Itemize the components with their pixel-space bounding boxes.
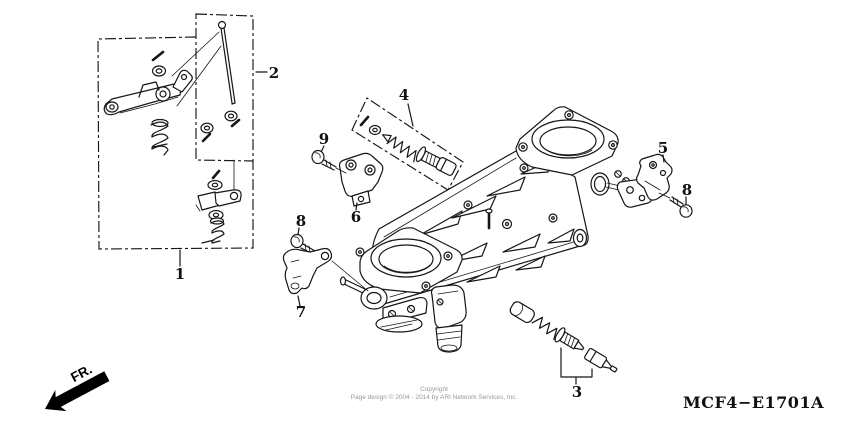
bolt-8-left <box>290 227 327 260</box>
lower-link-sub-assembly <box>195 159 242 244</box>
copyright-line-1: Copyright <box>420 386 448 393</box>
fr-direction-indicator: FR. <box>45 362 110 412</box>
stay-bracket-5 <box>616 153 673 208</box>
callout-2[interactable]: 2 <box>269 64 279 82</box>
copyright-line-2: Page design © 2004 - 2014 by ARI Network… <box>351 393 518 401</box>
callout-8-right[interactable]: 8 <box>682 181 692 199</box>
assembly-box-1 <box>97 36 254 267</box>
throttle-rod <box>200 20 241 143</box>
fr-arrow-icon <box>45 371 110 412</box>
throttle-link-lever-set <box>103 31 222 156</box>
throttle-body-drawing <box>339 106 649 353</box>
callout-7[interactable]: 7 <box>296 303 306 321</box>
callout-5[interactable]: 5 <box>658 139 668 157</box>
copyright-note: Copyright Page design © 2004 - 2014 by A… <box>351 386 518 401</box>
assembly-box-2 <box>195 13 268 162</box>
callout-9[interactable]: 9 <box>319 130 329 148</box>
callout-8-left[interactable]: 8 <box>296 212 306 230</box>
callout-labels: 1 2 3 4 5 6 7 8 8 9 <box>175 64 692 401</box>
diagram-code: MCF4−E1701A <box>683 393 824 412</box>
stay-bracket-6 <box>338 152 384 211</box>
bolt-8-right <box>658 192 693 218</box>
callout-4[interactable]: 4 <box>399 86 409 104</box>
bolt-9 <box>311 145 347 174</box>
air-screw-set-box-4 <box>351 97 464 191</box>
stay-bracket-7 <box>282 247 369 307</box>
callout-3[interactable]: 3 <box>572 383 582 401</box>
callout-6[interactable]: 6 <box>351 208 361 226</box>
screw-set-3 <box>509 301 618 385</box>
callout-1[interactable]: 1 <box>175 265 185 283</box>
